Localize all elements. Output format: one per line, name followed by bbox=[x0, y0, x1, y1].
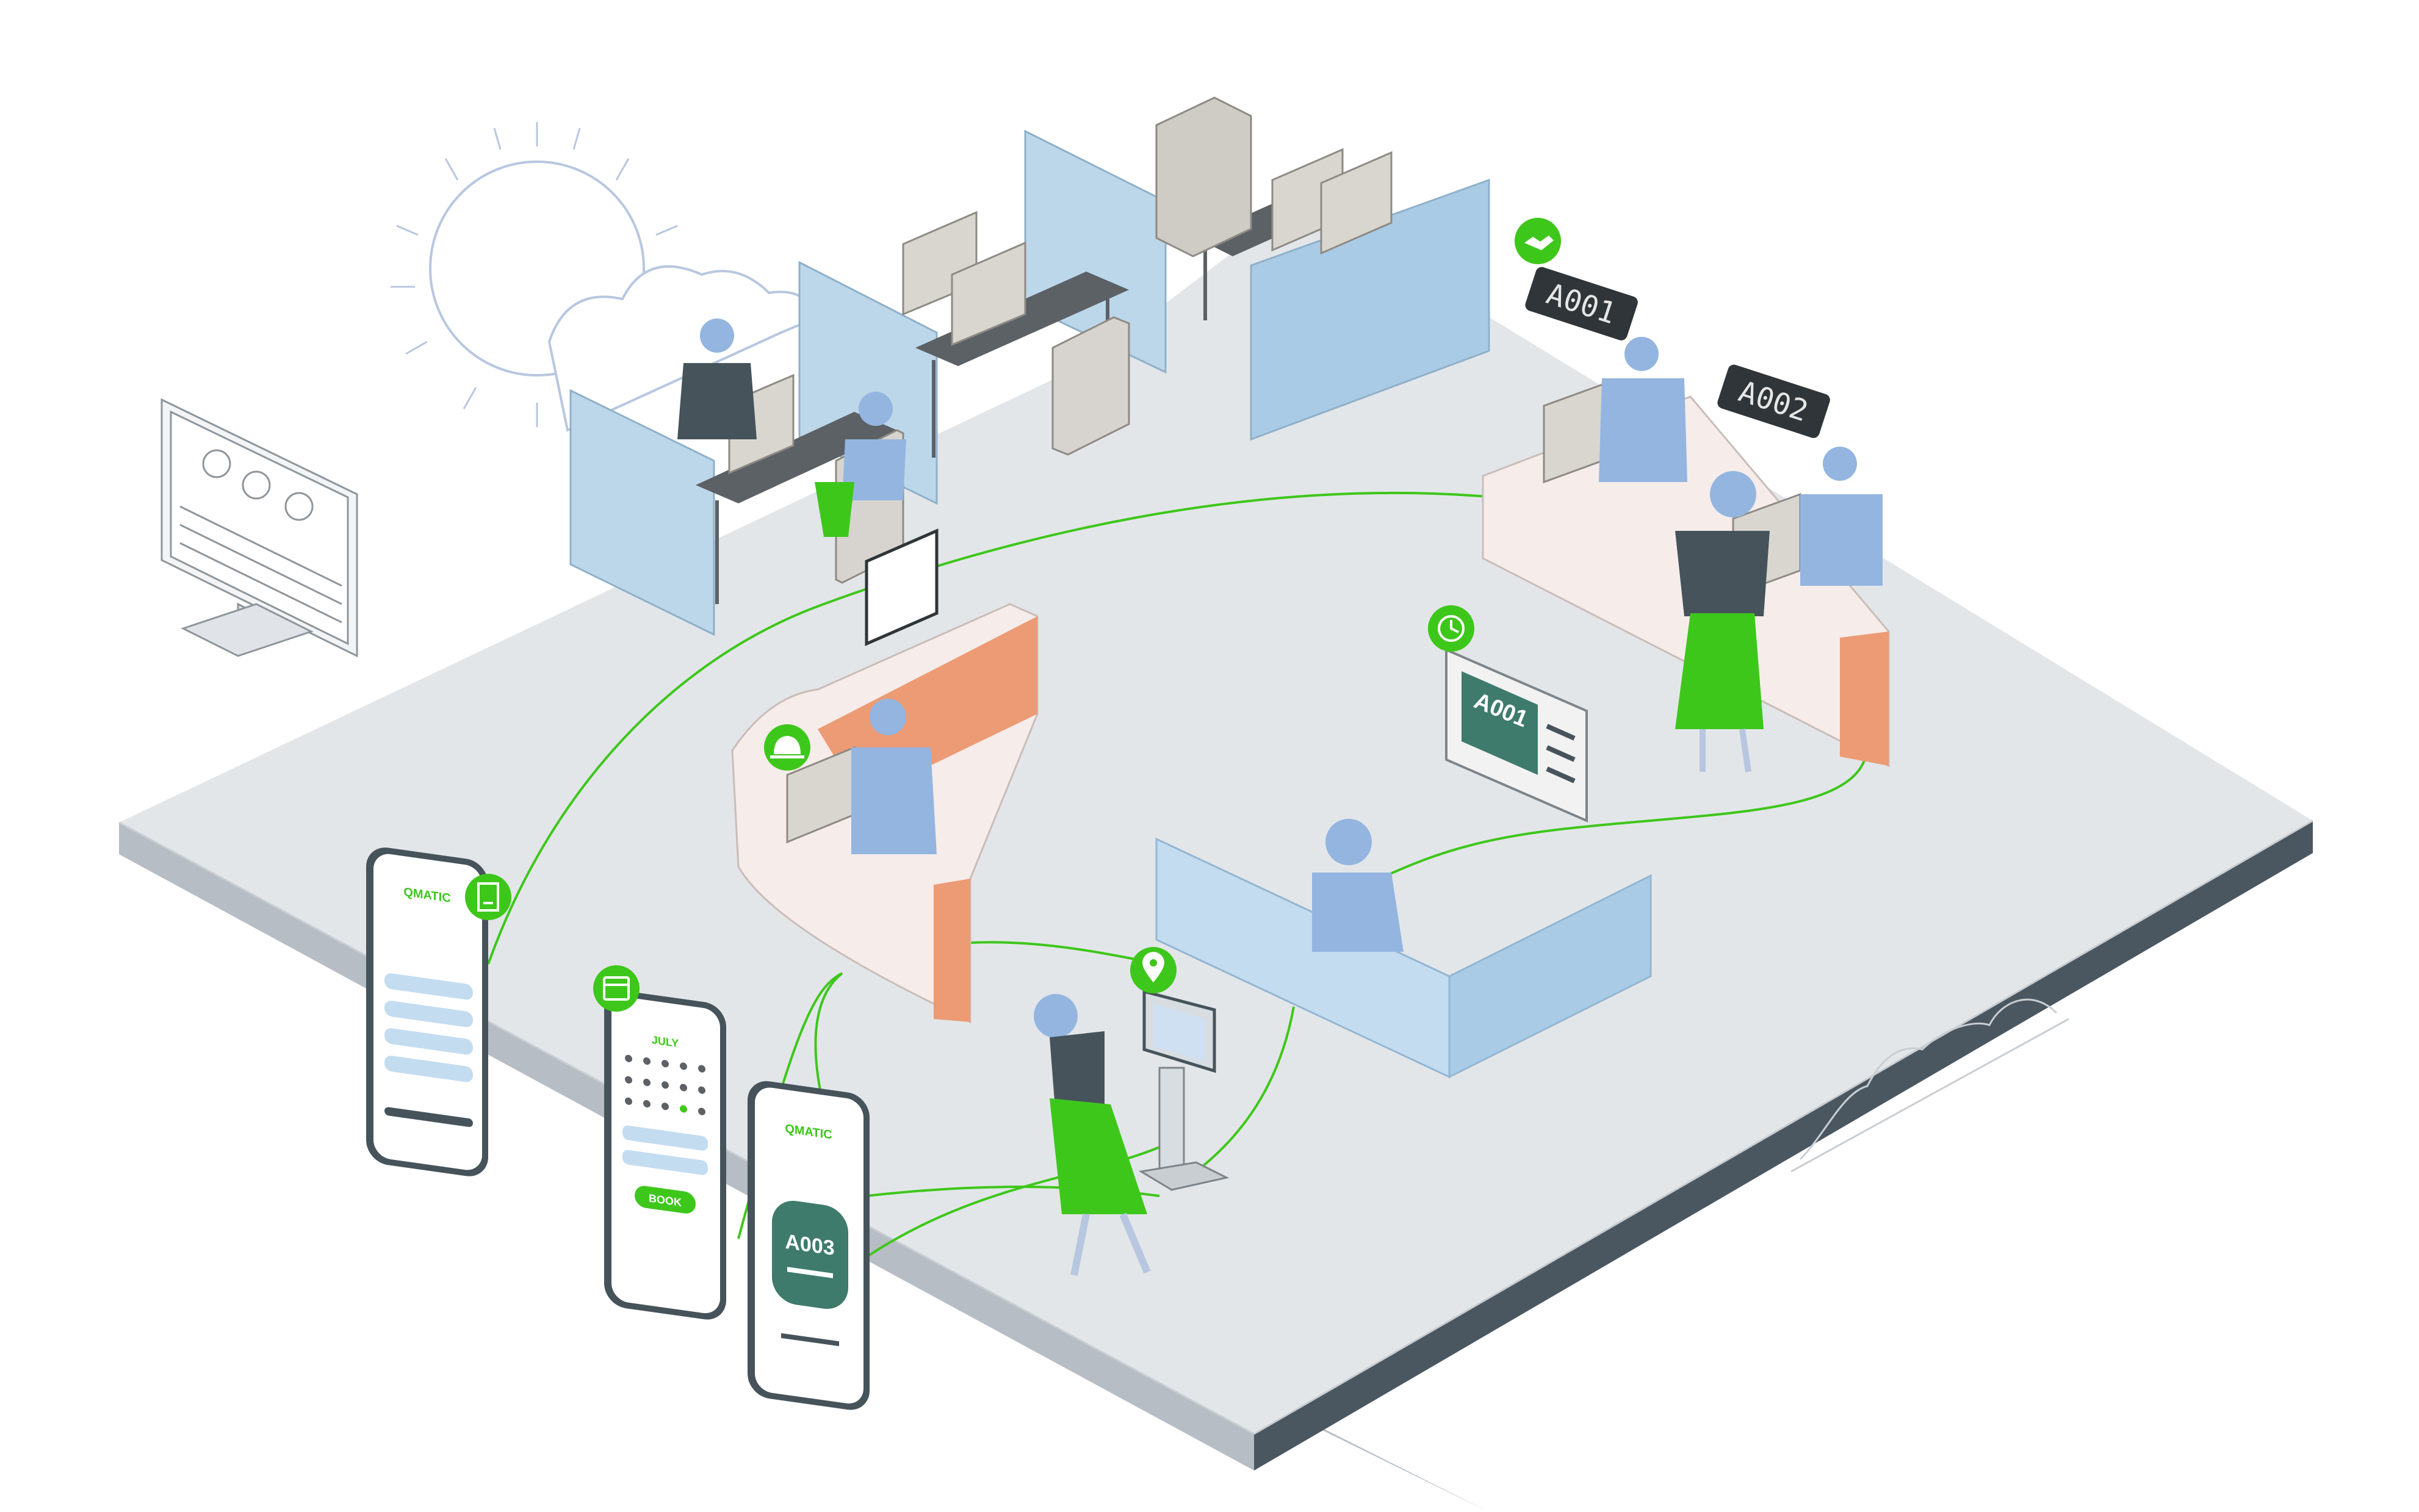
info-sign: A001 bbox=[1445, 647, 1588, 823]
map-pin-icon bbox=[1130, 947, 1177, 993]
reception-desk bbox=[731, 528, 1039, 1024]
plant-outline bbox=[1790, 998, 2069, 1173]
line-kiosk-to-sofa bbox=[1195, 1006, 1295, 1173]
feedback-phone: QMATIC bbox=[366, 848, 488, 1176]
waiting-sofa bbox=[1155, 819, 1652, 1079]
sun-cloud-outline bbox=[391, 122, 820, 432]
back-office bbox=[569, 96, 1490, 636]
line-feedback-to-office bbox=[487, 491, 1496, 965]
kiosk bbox=[1138, 989, 1230, 1191]
queue-display-counter-1: A001 bbox=[1525, 267, 1638, 340]
handshake-icon bbox=[1515, 218, 1561, 264]
service-bell-icon bbox=[764, 724, 810, 771]
clock-icon bbox=[1428, 605, 1474, 652]
ticket-phone: QMATIC A003 bbox=[748, 1081, 870, 1410]
bar-chart-icon bbox=[465, 874, 511, 920]
dashboard-monitor bbox=[160, 398, 358, 658]
calendar-icon bbox=[593, 965, 640, 1012]
booking-phone: JULY BOOK bbox=[604, 990, 726, 1320]
kiosk-customer bbox=[1034, 994, 1151, 1276]
service-counters bbox=[1482, 337, 1890, 772]
line-counter-to-sofa bbox=[1342, 744, 1869, 898]
queue-display-counter-2: A002 bbox=[1717, 364, 1830, 438]
